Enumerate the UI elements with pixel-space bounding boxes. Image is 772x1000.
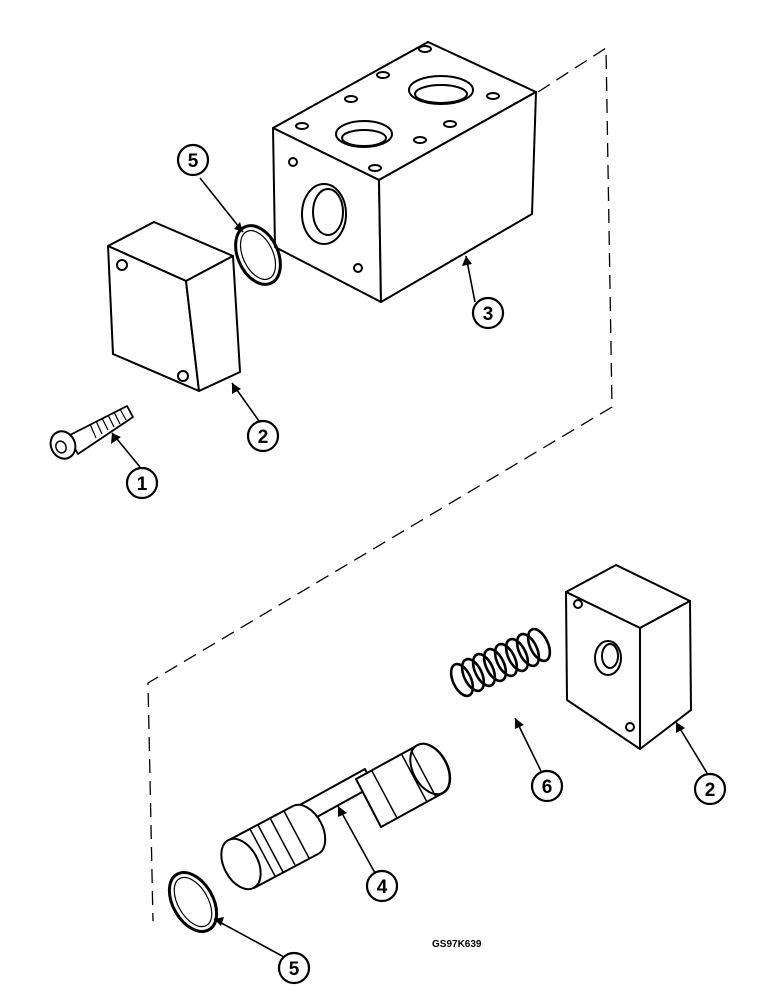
end-cap-lower: [565, 564, 692, 750]
callout-2-upper: 2: [246, 419, 280, 453]
svg-text:2: 2: [258, 427, 269, 448]
callout-5-upper: 5: [176, 143, 210, 177]
spring: [449, 627, 552, 698]
leader-line-2-lower: [675, 721, 708, 774]
valve-body: [272, 41, 537, 303]
svg-text:1: 1: [137, 474, 148, 495]
svg-text:5: 5: [289, 959, 300, 980]
leader-arrowheads: [111, 222, 685, 926]
callout-5-lower: 5: [277, 951, 311, 985]
svg-text:5: 5: [188, 151, 199, 172]
end-cap-upper: [107, 221, 241, 392]
callout-4: 4: [365, 869, 399, 903]
svg-text:6: 6: [542, 777, 553, 798]
callout-3: 3: [471, 296, 505, 330]
spool: [220, 742, 452, 891]
cap-screw: [49, 405, 134, 460]
o-ring-upper: [234, 224, 282, 286]
o-ring-lower: [167, 871, 219, 933]
svg-text:2: 2: [705, 780, 716, 801]
figure-code: GS97K639: [432, 939, 482, 950]
leader-line-5-upper: [199, 177, 244, 233]
leader-line-4: [337, 805, 376, 874]
svg-text:4: 4: [377, 877, 388, 898]
svg-text:3: 3: [483, 304, 494, 325]
callout-1: 1: [125, 466, 159, 500]
callout-6: 6: [530, 769, 564, 803]
leader-line-5-lower: [213, 918, 285, 958]
assembly-dashed-line: [147, 46, 613, 922]
callout-2-lower: 2: [693, 772, 727, 806]
